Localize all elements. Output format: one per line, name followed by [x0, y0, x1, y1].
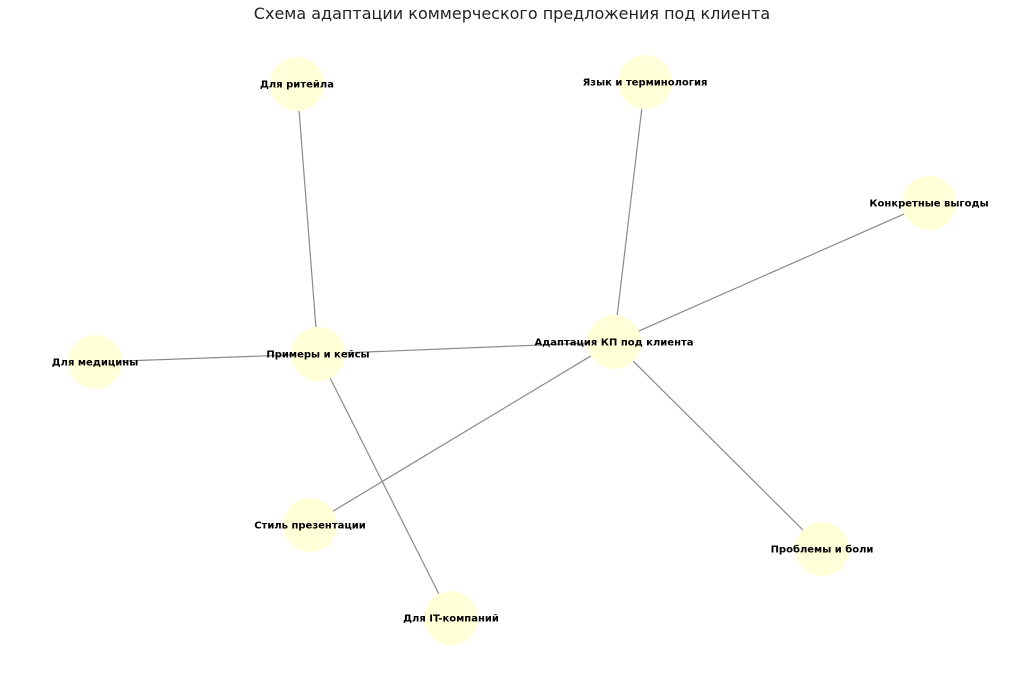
node-circle [291, 327, 345, 381]
node-label: Язык и терминология [583, 78, 708, 89]
node-label: Адаптация КП под клиента [534, 338, 693, 349]
node-label: Для IT-компаний [403, 614, 499, 625]
node-cases: Примеры и кейсы [266, 327, 370, 381]
node-circle [424, 591, 478, 645]
edge-center-lang [616, 108, 643, 316]
edge-center-style [332, 355, 592, 512]
edge-center-problems [632, 360, 804, 531]
nodes-layer: Адаптация КП под клиента Язык и терминоло… [52, 55, 989, 645]
node-it: Для IT-компаний [403, 591, 499, 645]
node-center: Адаптация КП под клиента [534, 315, 694, 369]
node-label: Для ритейла [260, 80, 334, 91]
node-circle [618, 55, 672, 109]
edge-center-benefits [638, 213, 905, 332]
diagram-title: Схема адаптации коммерческого предложени… [253, 4, 771, 23]
node-label: Стиль презентации [254, 521, 366, 532]
edge-cases-it [329, 377, 440, 595]
node-circle [68, 335, 122, 389]
edge-center-cases [344, 342, 588, 354]
node-medicine: Для медицины [52, 335, 139, 389]
node-lang: Язык и терминология [583, 55, 708, 109]
node-circle [283, 498, 337, 552]
edges-layer [121, 108, 905, 595]
node-label: Конкретные выгоды [869, 199, 988, 210]
node-style: Стиль презентации [254, 498, 366, 552]
node-circle [587, 315, 641, 369]
node-retail: Для ритейла [260, 57, 334, 111]
node-label: Примеры и кейсы [266, 350, 369, 361]
node-problems: Проблемы и боли [771, 522, 874, 576]
node-circle [902, 176, 956, 230]
node-circle [795, 522, 849, 576]
node-circle [270, 57, 324, 111]
node-benefits: Конкретные выгоды [869, 176, 989, 230]
edge-cases-medicine [121, 354, 292, 362]
node-label: Проблемы и боли [771, 544, 874, 556]
edge-cases-retail [298, 110, 317, 328]
node-label: Для медицины [52, 358, 139, 369]
